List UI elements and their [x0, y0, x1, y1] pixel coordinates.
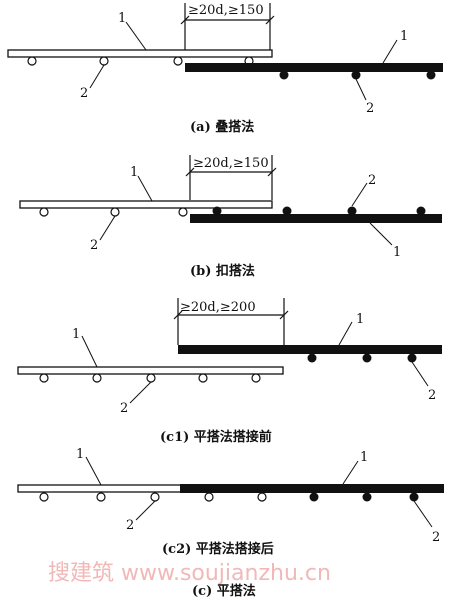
panel-b-black-bar-dots: [212, 206, 426, 216]
panel-b-label-1-white: 1: [130, 165, 138, 180]
panel-b-white-bar-dots: [39, 207, 188, 217]
panel-a-dimension: [180, 3, 275, 50]
panel-c2-caption: (c2) 平搭法搭接后: [162, 541, 274, 557]
panel-c1-white-bar-dots: [39, 373, 261, 383]
panel-c1-label-2-white: 2: [120, 401, 128, 416]
panel-b-leaders: [99, 175, 393, 246]
panel-a-label-1-white: 1: [118, 11, 126, 26]
panel-c1-black-bar-dots: [307, 353, 417, 363]
panel-c2: 1 2 1 2 (c2) 平搭法搭接后: [17, 447, 444, 557]
panel-c2-white-bar-dots: [39, 492, 267, 502]
panel-b-caption: (b) 扣搭法: [190, 263, 255, 279]
panel-a-dimension-label: ≥20d,≥150: [188, 3, 264, 18]
panel-c1: ≥20d,≥200 1 2 1 2 (c1) 平搭法搭接前: [17, 298, 442, 445]
panel-c2-leaders: [85, 456, 433, 528]
panel-a-label-2-black: 2: [366, 101, 374, 116]
panel-a-label-2-white: 2: [80, 86, 88, 101]
panel-b: ≥20d,≥150 1 2 2 1 (b) 扣搭法: [19, 155, 442, 279]
panel-c2-label-1-black: 1: [360, 450, 368, 465]
panel-a-white-bar: [7, 49, 273, 58]
panel-c1-label-1-black: 1: [356, 312, 364, 327]
panel-b-label-2-white: 2: [90, 238, 98, 253]
panel-c2-black-bar: [180, 484, 444, 493]
panel-b-dimension-label: ≥20d,≥150: [193, 156, 269, 171]
panel-c1-white-bar: [17, 366, 284, 375]
panel-b-dimension: [185, 155, 277, 200]
panel-b-label-1-black: 1: [393, 245, 401, 260]
panel-a-black-bar: [185, 63, 443, 72]
panel-c2-label-1-white: 1: [76, 447, 84, 462]
panel-c1-label-1-white: 1: [72, 327, 80, 342]
panel-a: ≥20d,≥150 1 2 1 2 (a) 叠搭法: [7, 3, 443, 135]
panel-c1-dimension-label: ≥20d,≥200: [180, 300, 256, 315]
panel-c1-dimension: [173, 298, 289, 345]
panel-b-black-bar: [190, 214, 442, 223]
panel-c2-black-bar-dots: [309, 492, 419, 502]
panel-a-caption: (a) 叠搭法: [190, 119, 254, 135]
panel-a-label-1-black: 1: [400, 29, 408, 44]
panel-c1-label-2-black: 2: [428, 388, 436, 403]
panel-c2-label-2-white: 2: [126, 518, 134, 533]
panel-c1-caption: (c1) 平搭法搭接前: [160, 429, 272, 445]
panel-b-label-2-black: 2: [368, 173, 376, 188]
panel-a-leaders: [89, 21, 398, 101]
panel-a-white-bar-dots: [27, 56, 254, 66]
panel-c2-label-2-black: 2: [432, 530, 440, 545]
panel-c1-leaders: [81, 321, 429, 404]
watermark: 搜建筑 www.soujianzhu.cn: [48, 561, 331, 586]
panel-a-black-bar-dots: [279, 70, 436, 80]
panel-c1-black-bar: [178, 345, 442, 354]
figure-caption: (c) 平搭法: [192, 583, 256, 599]
panel-b-white-bar: [19, 200, 273, 209]
panel-c2-white-bar: [17, 484, 183, 493]
